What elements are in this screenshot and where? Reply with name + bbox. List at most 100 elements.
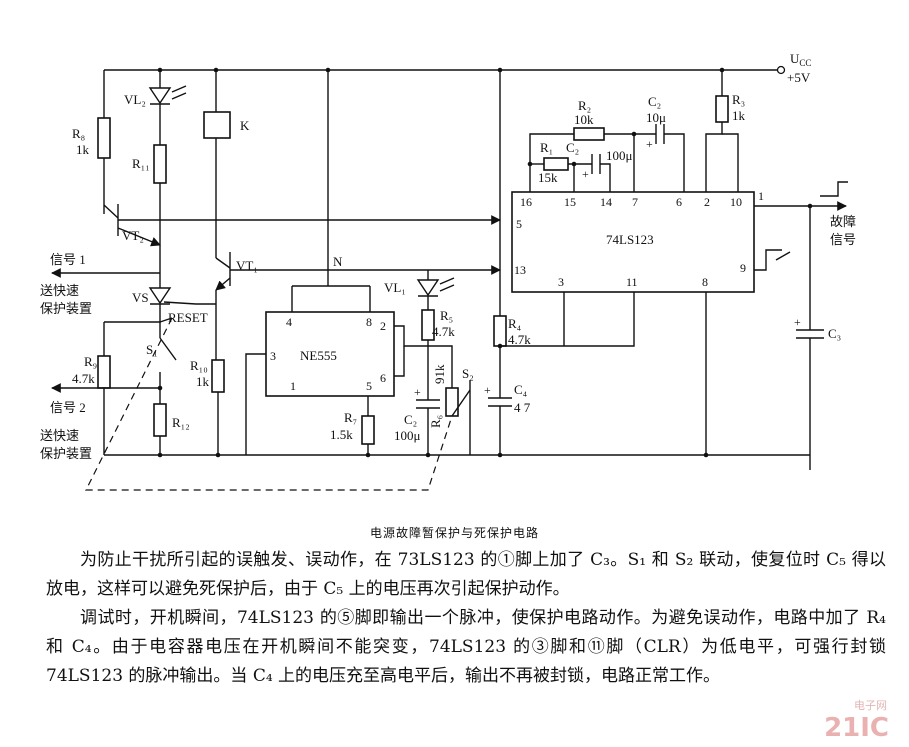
figure-caption: 电源故障暂保护与死保护电路 (369, 526, 539, 540)
svg-text:R₁₂: R₁₂ (172, 415, 190, 430)
svg-text:S₁: S₁ (146, 342, 158, 357)
svg-text:100μ: 100μ (606, 148, 633, 163)
r3-resistor: R₃ 1k (705, 70, 746, 192)
svg-text:4.7k: 4.7k (508, 332, 531, 347)
svg-text:信号: 信号 (830, 232, 856, 247)
svg-text:+5V: +5V (787, 70, 811, 85)
svg-text:8: 8 (366, 315, 372, 329)
description-text: 为防止干扰所引起的误触发、误动作，在 73LS123 的①脚上加了 C₃。S₁ … (46, 546, 886, 691)
svg-text:N: N (333, 254, 343, 269)
svg-text:1: 1 (758, 189, 764, 203)
svg-text:R₃: R₃ (732, 92, 745, 107)
svg-text:10: 10 (730, 195, 742, 209)
svg-text:S₂: S₂ (462, 366, 474, 381)
svg-text:74LS123: 74LS123 (606, 232, 654, 247)
svg-text:+: + (484, 383, 491, 397)
svg-text:10k: 10k (574, 112, 594, 127)
svg-text:R₆: R₆ (428, 415, 443, 428)
svg-text:VT₁: VT₁ (236, 258, 258, 273)
svg-text:2: 2 (704, 195, 710, 209)
svg-text:R₁: R₁ (540, 140, 553, 155)
ne555-chip: NE555 4 8 2 3 1 5 6 (245, 311, 428, 455)
svg-text:故障: 故障 (830, 214, 856, 229)
r9-resistor: R₉ 4.7k (72, 322, 111, 455)
node-n: N (291, 70, 371, 312)
r8-resistor: R₈ 1k (72, 70, 111, 205)
svg-text:送快速: 送快速 (40, 283, 79, 298)
svg-text:C₃: C₃ (828, 326, 841, 341)
svg-text:91k: 91k (432, 364, 447, 384)
r7-resistor: R₇ 1.5k (330, 410, 375, 455)
svg-text:NE555: NE555 (300, 348, 337, 363)
fault-output: 故障 信号 (754, 181, 856, 247)
c4-capacitor: + C₄ 4 7 (484, 292, 635, 455)
svg-text:100μ: 100μ (394, 428, 421, 443)
c2-low-capacitor: + C₂ 100μ (394, 346, 440, 455)
svg-text:R₇: R₇ (344, 410, 357, 425)
timing-network: R₂ 10k C₂ 10μ + R₁ 15k C₂ 100μ + (527, 94, 685, 192)
svg-text:9: 9 (740, 261, 746, 275)
svg-text:C₂: C₂ (404, 412, 417, 427)
s2-switch: S₂ (451, 366, 474, 455)
svg-text:3: 3 (270, 349, 276, 363)
svg-text:C₄: C₄ (514, 382, 528, 397)
vs-thyristor: VS RESET (104, 287, 216, 325)
r5-resistor: R₅ 4.7k (421, 296, 455, 346)
watermark-subtitle: 电子网 (854, 699, 887, 712)
vt2-transistor: VT₂ (103, 204, 501, 247)
svg-text:C₂: C₂ (648, 94, 661, 109)
svg-text:11: 11 (626, 275, 638, 289)
svg-text:RESET: RESET (168, 310, 208, 325)
svg-text:1: 1 (290, 379, 296, 393)
paragraph-2: 调试时，开机瞬间，74LS123 的⑤脚即输出一个脉冲，使保护电路动作。为避免误… (46, 608, 886, 686)
svg-text:2: 2 (380, 319, 386, 333)
circuit-schematic: UCC +5V R₈ 1k VT₂ (40, 51, 856, 491)
svg-text:1.5k: 1.5k (330, 427, 353, 442)
svg-text:3: 3 (558, 275, 564, 289)
svg-text:R₂: R₂ (578, 98, 591, 113)
svg-text:1k: 1k (76, 142, 90, 157)
svg-text:1k: 1k (196, 374, 210, 389)
r10-resistor: R₁₀ 1k (190, 304, 225, 455)
paragraph-1: 为防止干扰所引起的误触发、误动作，在 73LS123 的①脚上加了 C₃。S₁ … (46, 550, 886, 599)
watermark-logo: 21IC (824, 713, 889, 743)
r4-resistor: R₄ 4.7k (493, 70, 531, 347)
signal1-output: 信号 1 送快速 保护装置 (40, 252, 160, 316)
signal2-output: 信号 2 送快速 保护装置 (40, 383, 163, 461)
svg-text:保护装置: 保护装置 (40, 301, 92, 316)
c3-capacitor: + C₃ (794, 206, 841, 455)
svg-text:送快速: 送快速 (40, 428, 79, 443)
svg-text:6: 6 (380, 371, 386, 385)
vl2-led: VL₂ (124, 70, 187, 145)
svg-text:R₈: R₈ (72, 126, 85, 141)
svg-text:4 7: 4 7 (514, 400, 531, 415)
svg-text:13: 13 (514, 263, 526, 277)
svg-text:+: + (582, 167, 589, 181)
svg-text:K: K (240, 118, 250, 133)
svg-text:5: 5 (516, 217, 522, 231)
s1-switch: S₁ (146, 322, 177, 404)
svg-text:16: 16 (520, 195, 532, 209)
svg-text:VL₁: VL₁ (384, 280, 406, 295)
vcc-rail: UCC +5V (104, 51, 811, 85)
vt1-transistor: VT₁ (215, 252, 501, 304)
svg-text:4.7k: 4.7k (72, 371, 95, 386)
svg-text:+: + (414, 385, 421, 399)
svg-text:C₂: C₂ (566, 140, 579, 155)
svg-text:8: 8 (702, 275, 708, 289)
svg-text:R₁₀: R₁₀ (190, 358, 208, 373)
svg-text:5: 5 (366, 379, 372, 393)
svg-text:15: 15 (564, 195, 576, 209)
ls123-chip: 74LS123 16 15 14 7 6 2 10 1 5 13 3 11 8 … (511, 189, 791, 455)
svg-text:7: 7 (632, 195, 638, 209)
vl1-led: VL₁ (384, 270, 455, 297)
svg-text:R₁₁: R₁₁ (132, 156, 150, 171)
svg-text:1k: 1k (732, 108, 746, 123)
svg-text:+: + (646, 137, 653, 151)
svg-text:保护装置: 保护装置 (40, 446, 92, 461)
r11-resistor: R₁₁ (132, 144, 167, 288)
svg-text:6: 6 (676, 195, 682, 209)
svg-text:信号 2: 信号 2 (50, 400, 86, 415)
ground-rail (104, 452, 811, 470)
svg-text:信号 1: 信号 1 (50, 252, 86, 267)
